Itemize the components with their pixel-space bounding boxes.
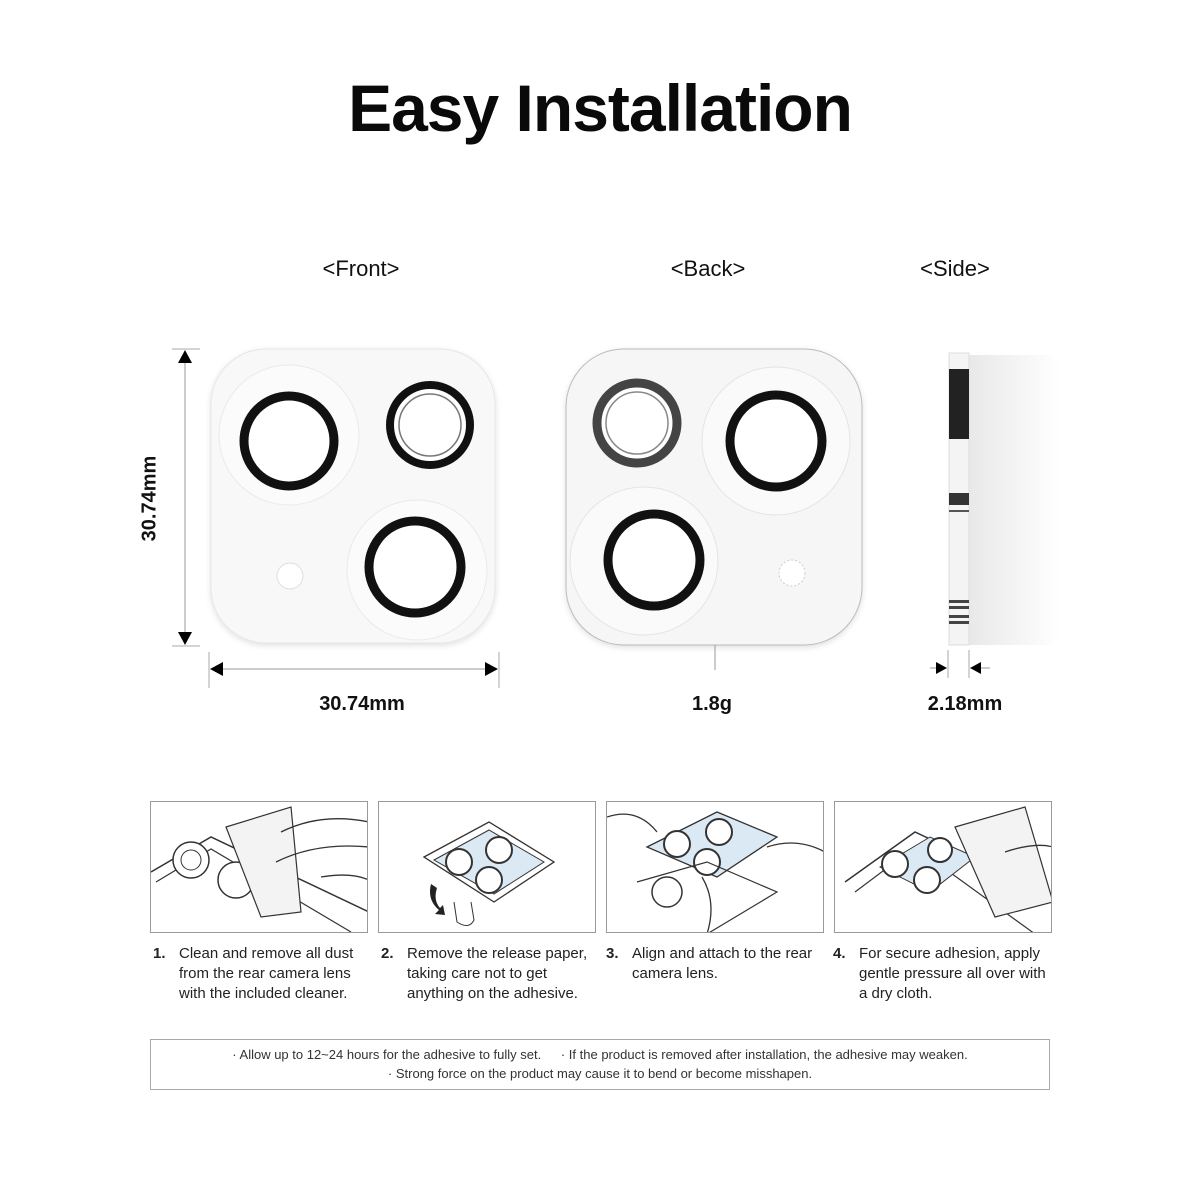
- press-cloth-icon: [844, 806, 1051, 932]
- step-number: 2.: [381, 945, 394, 962]
- step-text: Clean and remove all dust from the rear …: [179, 945, 354, 1002]
- step-1-illustration: [150, 801, 368, 933]
- side-lens-protector-image: [930, 352, 1060, 678]
- front-lens-protector-image: [210, 348, 496, 644]
- width-dimension-arrow: [208, 652, 500, 688]
- peel-release-paper-icon: [422, 821, 556, 926]
- step-number: 4.: [833, 945, 846, 962]
- page-title: Easy Installation: [348, 71, 853, 145]
- step-text: Align and attach to the rear camera lens…: [632, 945, 813, 982]
- back-lens-protector-image: [565, 348, 863, 670]
- align-attach-icon: [607, 811, 823, 932]
- step-3: 3. Align and attach to the rear camera l…: [606, 944, 821, 984]
- step-number: 3.: [606, 945, 619, 962]
- wipe-lens-icon: [151, 806, 367, 932]
- step-2-illustration: [378, 801, 596, 933]
- note-adhesive-set-time: · Allow up to 12~24 hours for the adhesi…: [232, 1047, 542, 1062]
- step-1: 1. Clean and remove all dust from the re…: [153, 944, 368, 1004]
- step-4: 4. For secure adhesion, apply gentle pre…: [833, 944, 1048, 1004]
- back-view-label: <Back>: [670, 256, 746, 281]
- step-number: 1.: [153, 945, 166, 962]
- front-view-label: <Front>: [322, 256, 400, 281]
- height-dimension-arrow: [172, 348, 200, 647]
- caution-notes-box: · Allow up to 12~24 hours for the adhesi…: [150, 1039, 1050, 1090]
- note-strong-force: · Strong force on the product may cause …: [387, 1066, 813, 1081]
- step-4-illustration: [834, 801, 1052, 933]
- weight-measurement: 1.8g: [691, 693, 733, 715]
- note-adhesive-weaken: · If the product is removed after instal…: [560, 1047, 968, 1062]
- step-text: For secure adhesion, apply gentle pressu…: [859, 945, 1046, 1002]
- step-2: 2. Remove the release paper, taking care…: [381, 944, 596, 1004]
- step-text: Remove the release paper, taking care no…: [407, 945, 588, 1002]
- thickness-measurement: 2.18mm: [927, 693, 1003, 715]
- side-view-label: <Side>: [920, 256, 990, 281]
- step-3-illustration: [606, 801, 824, 933]
- height-measurement: 30.74mm: [138, 455, 161, 542]
- width-measurement: 30.74mm: [319, 693, 405, 715]
